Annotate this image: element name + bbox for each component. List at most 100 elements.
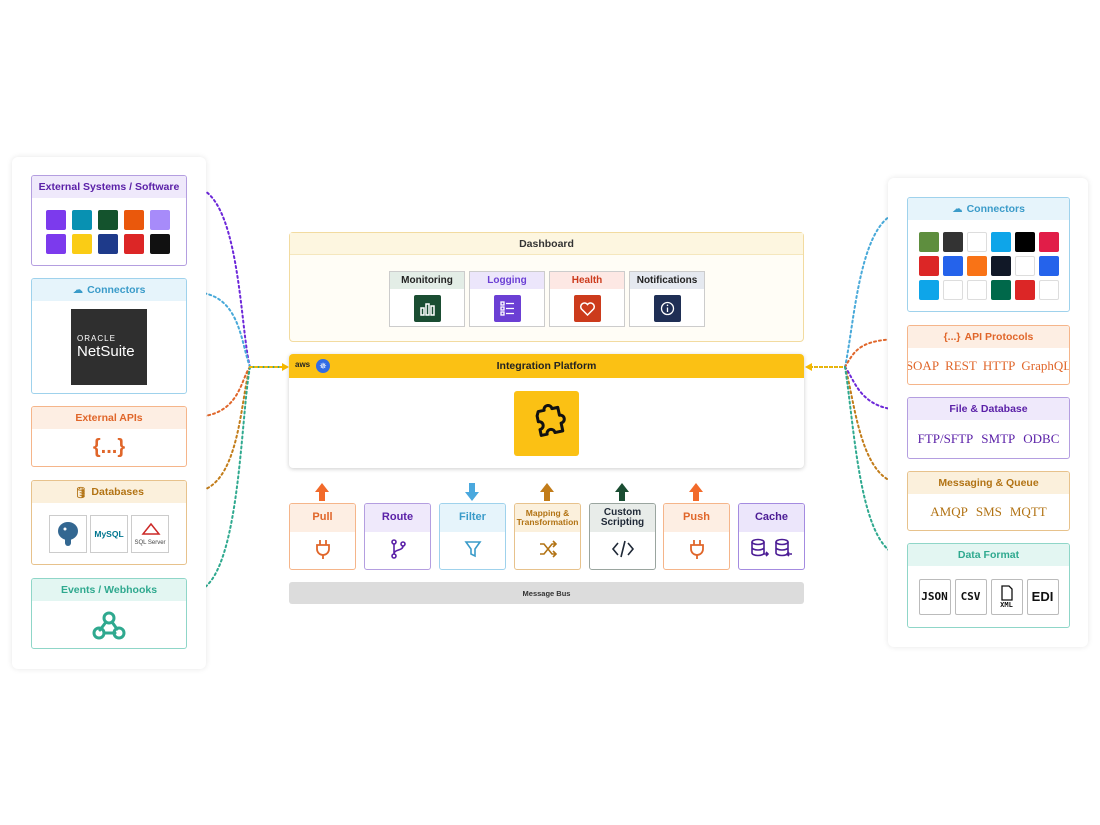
mapping-module[interactable]: Mapping & Transformation [514, 503, 581, 570]
connectors-left-card: ☁Connectors ORACLE NetSuite [31, 278, 187, 394]
xml-format: XML [990, 578, 1023, 615]
databases-card: 🛢Databases MySQL SQL Server [31, 480, 187, 565]
info-icon [654, 295, 681, 322]
protocol-mqtt: MQTT [1009, 504, 1047, 519]
netsuite-logo: ORACLE NetSuite [71, 309, 147, 385]
app-tile-icon [150, 209, 170, 230]
protocol-odbc: ODBC [1023, 431, 1060, 446]
connector-tile-icon [942, 279, 963, 300]
connector-tiles [918, 231, 1059, 300]
notifications-card[interactable]: Notifications [629, 271, 705, 327]
api-protocols-card: {...}API Protocols SOAP REST HTTP GraphQ… [907, 325, 1070, 385]
app-tile-icon [72, 233, 92, 254]
app-tile-icon [72, 209, 92, 230]
external-systems-card: External Systems / Software [31, 175, 187, 266]
sqlserver-logo: SQL Server [131, 514, 169, 553]
connector-tile-icon [966, 231, 987, 252]
edi-format: EDI [1026, 578, 1059, 615]
cache-module[interactable]: Cache [738, 503, 805, 570]
line-external-systems [191, 186, 286, 368]
route-label: Route [365, 504, 430, 532]
connector-tile-icon [942, 231, 963, 252]
connector-tile-icon [1038, 279, 1059, 300]
connectors-right-title: Connectors [966, 203, 1025, 215]
up-arrow-icon [689, 483, 703, 501]
notifications-label: Notifications [630, 272, 704, 289]
database-cache-icon [739, 538, 804, 558]
git-branch-icon [365, 538, 430, 560]
cloud-icon: ☁ [952, 203, 963, 215]
connector-tile-icon [966, 279, 987, 300]
connector-tile-icon [942, 255, 963, 276]
cache-label: Cache [739, 504, 804, 532]
puzzle-logo-icon [514, 391, 579, 456]
mysql-logo: MySQL [90, 514, 128, 553]
up-arrow-icon [540, 483, 554, 501]
connector-tile-icon [966, 255, 987, 276]
connector-tile-icon [918, 231, 939, 252]
braces-icon: {...} [943, 331, 961, 343]
mapping-label: Mapping & Transformation [515, 504, 580, 532]
connector-tile-icon [1038, 231, 1059, 252]
connector-tile-icon [918, 279, 939, 300]
list-icon [494, 295, 521, 322]
protocol-sms: SMS [975, 504, 1002, 519]
custom-scripting-label: Custom Scripting [590, 504, 655, 532]
sqlserver-label: SQL Server [134, 539, 166, 546]
connector-tile-icon [990, 231, 1011, 252]
plug-icon [664, 538, 729, 560]
integration-platform-title: Integration Platform [496, 360, 597, 372]
down-arrow-icon [465, 483, 479, 501]
app-tile-icon [46, 209, 66, 230]
heart-icon [574, 295, 601, 322]
csv-format: CSV [954, 578, 987, 615]
connector-tile-icon [918, 255, 939, 276]
code-icon [590, 538, 655, 560]
monitoring-card[interactable]: Monitoring [389, 271, 465, 327]
postgresql-logo [49, 514, 87, 553]
connector-tile-icon [990, 255, 1011, 276]
xml-label: XML [1000, 600, 1013, 609]
shuffle-icon [515, 538, 580, 560]
filter-label: Filter [440, 504, 505, 532]
protocol-soap: SOAP [907, 358, 940, 373]
file-db-card: File & Database FTP/SFTP SMTP ODBC [907, 397, 1070, 459]
filter-module[interactable]: Filter [439, 503, 506, 570]
health-card[interactable]: Health [549, 271, 625, 327]
monitoring-label: Monitoring [390, 272, 464, 289]
app-tile-icon [46, 233, 66, 254]
logging-card[interactable]: Logging [469, 271, 545, 327]
filter-icon [440, 538, 505, 560]
netsuite-logo-line1: ORACLE [77, 334, 116, 343]
app-tile-icon [98, 233, 118, 254]
custom-scripting-module[interactable]: Custom Scripting [589, 503, 656, 570]
protocol-graphql: GraphQL [1021, 358, 1070, 373]
messaging-title: Messaging & Queue [908, 472, 1069, 494]
data-format-card: Data Format JSON CSV XML EDI [907, 543, 1070, 628]
connectors-right-card: ☁Connectors [907, 197, 1070, 312]
arrowhead-platform-left [282, 363, 289, 371]
route-module[interactable]: Route [364, 503, 431, 570]
connector-tile-icon [1038, 255, 1059, 276]
up-arrow-icon [615, 483, 629, 501]
protocol-amqp: AMQP [930, 504, 968, 519]
protocol-smtp: SMTP [981, 431, 1016, 446]
data-format-title: Data Format [908, 544, 1069, 566]
push-module[interactable]: Push [663, 503, 730, 570]
connector-tile-icon [1014, 255, 1035, 276]
dashboard-title: Dashboard [290, 233, 803, 255]
protocol-rest: REST [945, 358, 977, 373]
pull-label: Pull [290, 504, 355, 532]
line-events [191, 366, 286, 593]
pull-module[interactable]: Pull [289, 503, 356, 570]
plug-icon [290, 538, 355, 560]
kubernetes-icon: ✵ [316, 359, 330, 373]
health-label: Health [550, 272, 624, 289]
external-systems-tiles [46, 209, 172, 254]
line-connectors-right [809, 211, 905, 368]
json-format: JSON [918, 578, 951, 615]
braces-icon: {...} [92, 436, 126, 458]
database-icon: 🛢 [74, 486, 88, 499]
protocol-http: HTTP [982, 358, 1016, 373]
